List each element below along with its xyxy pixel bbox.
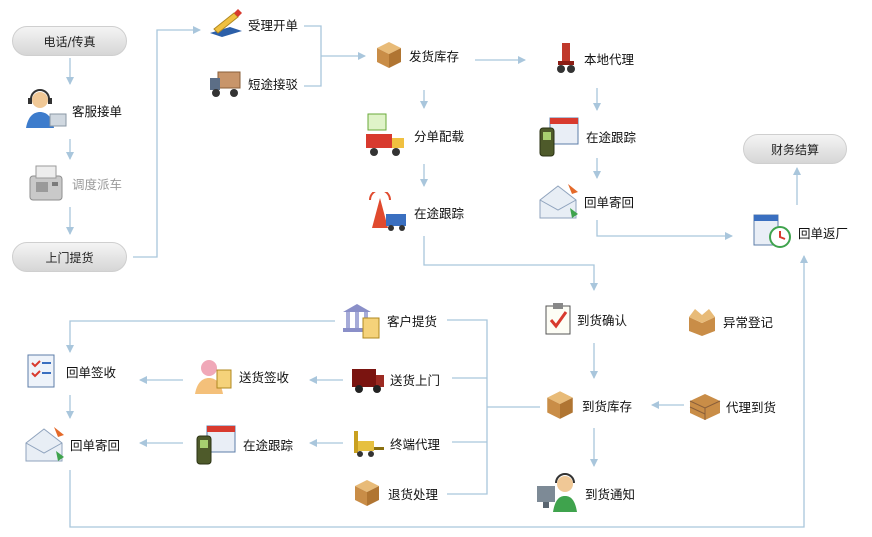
node-in-transit-2[interactable]: 在途跟踪 [536, 114, 636, 158]
node-receipt-return-2-label: 回单寄回 [70, 437, 121, 453]
radio-tower-truck-icon [369, 192, 406, 231]
node-customer-pickup[interactable]: 客户提货 [339, 300, 437, 340]
service-agent-icon [537, 473, 577, 512]
node-arrival-confirm-label: 到货确认 [577, 312, 628, 328]
node-receipt-return-2[interactable]: 回单寄回 [22, 423, 120, 465]
box-icon [547, 391, 573, 419]
stacked-boxes-icon [689, 394, 721, 420]
node-arrival-stock[interactable]: 到货库存 [542, 388, 632, 422]
pen-form-icon [210, 9, 242, 37]
box-icon [377, 42, 401, 68]
hand-truck-icon [557, 43, 575, 73]
node-terminal-agent-label: 终端代理 [390, 436, 441, 452]
node-split-load[interactable]: 分单配载 [362, 112, 464, 158]
node-cs-order[interactable]: 客服接单 [22, 88, 122, 132]
node-return-handling-label: 退货处理 [388, 486, 439, 502]
node-receipt-sign[interactable]: 回单签收 [22, 351, 116, 391]
bracket-right-list [447, 319, 488, 495]
mobile-phone-icon [539, 117, 579, 157]
checklist-icon [27, 354, 55, 388]
mobile-phone-icon [196, 425, 236, 465]
bracket-accept-shorthaul [304, 25, 322, 87]
node-dispatch[interactable]: 调度派车 [24, 162, 122, 204]
pill-phone-fax[interactable]: 电话/传真 [12, 26, 127, 56]
node-short-haul[interactable]: 短途接驳 [208, 66, 298, 100]
node-arrival-confirm[interactable]: 到货确认 [543, 302, 627, 336]
node-agent-arrival[interactable]: 代理到货 [688, 391, 776, 421]
arrow-return-to-receiptback [596, 220, 733, 240]
document-clock-icon [753, 214, 791, 248]
node-receipt-return-1[interactable]: 回单寄回 [536, 180, 634, 222]
node-in-transit-1[interactable]: 在途跟踪 [362, 192, 464, 232]
node-ship-stock-label: 发货库存 [409, 48, 460, 64]
arrow-pickup-to-accept [133, 26, 201, 258]
arrow-transit-to-confirm [423, 236, 598, 291]
node-exception-log-label: 异常登记 [723, 314, 774, 330]
delivery-truck-icon [366, 113, 404, 156]
arrow-return2-to-receiptback [69, 255, 808, 528]
node-accept-order[interactable]: 受理开单 [208, 7, 298, 41]
open-box-icon [689, 309, 715, 336]
node-in-transit-1-label: 在途跟踪 [414, 205, 465, 221]
node-ship-stock[interactable]: 发货库存 [373, 39, 459, 71]
pill-pickup[interactable]: 上门提货 [12, 242, 127, 272]
node-local-agent[interactable]: 本地代理 [552, 41, 634, 75]
node-door-delivery[interactable]: 送货上门 [350, 363, 440, 395]
node-arrival-notice[interactable]: 到货通知 [535, 472, 635, 514]
node-in-transit-3[interactable]: 在途跟踪 [193, 422, 293, 466]
node-customer-pickup-label: 客户提货 [387, 313, 438, 329]
node-receipt-back-label: 回单返厂 [798, 225, 849, 241]
node-delivery-sign-label: 送货签收 [239, 369, 290, 385]
van-icon [352, 369, 384, 393]
node-in-transit-3-label: 在途跟踪 [243, 437, 294, 453]
node-return-handling[interactable]: 退货处理 [350, 477, 438, 509]
forklift-icon [354, 431, 384, 457]
fax-machine-icon [29, 165, 63, 201]
node-dispatch-label: 调度派车 [72, 176, 123, 192]
envelope-icon [25, 427, 64, 462]
node-cs-order-label: 客服接单 [72, 103, 123, 119]
person-document-icon [195, 360, 232, 394]
truck-icon [210, 71, 241, 97]
headset-agent-icon [26, 89, 67, 128]
node-terminal-agent[interactable]: 终端代理 [350, 427, 440, 459]
node-exception-log[interactable]: 异常登记 [685, 305, 773, 337]
node-split-load-label: 分单配载 [414, 128, 465, 144]
pill-finance[interactable]: 财务结算 [743, 134, 847, 164]
node-delivery-sign[interactable]: 送货签收 [191, 356, 289, 396]
node-arrival-notice-label: 到货通知 [585, 486, 636, 502]
bank-document-icon [343, 304, 380, 339]
node-receipt-back[interactable]: 回单返厂 [750, 211, 848, 253]
box-icon [355, 480, 379, 506]
node-short-haul-label: 短途接驳 [248, 76, 299, 92]
node-accept-order-label: 受理开单 [248, 17, 299, 33]
arrow-customer-to-receipt [66, 320, 335, 353]
node-in-transit-2-label: 在途跟踪 [586, 129, 637, 145]
node-receipt-return-1-label: 回单寄回 [584, 194, 635, 210]
node-local-agent-label: 本地代理 [584, 51, 635, 67]
node-receipt-sign-label: 回单签收 [66, 364, 117, 380]
envelope-icon [539, 184, 578, 219]
node-agent-arrival-label: 代理到货 [726, 399, 777, 415]
node-door-delivery-label: 送货上门 [390, 372, 441, 388]
clipboard-check-icon [545, 303, 571, 335]
node-arrival-stock-label: 到货库存 [582, 398, 633, 414]
